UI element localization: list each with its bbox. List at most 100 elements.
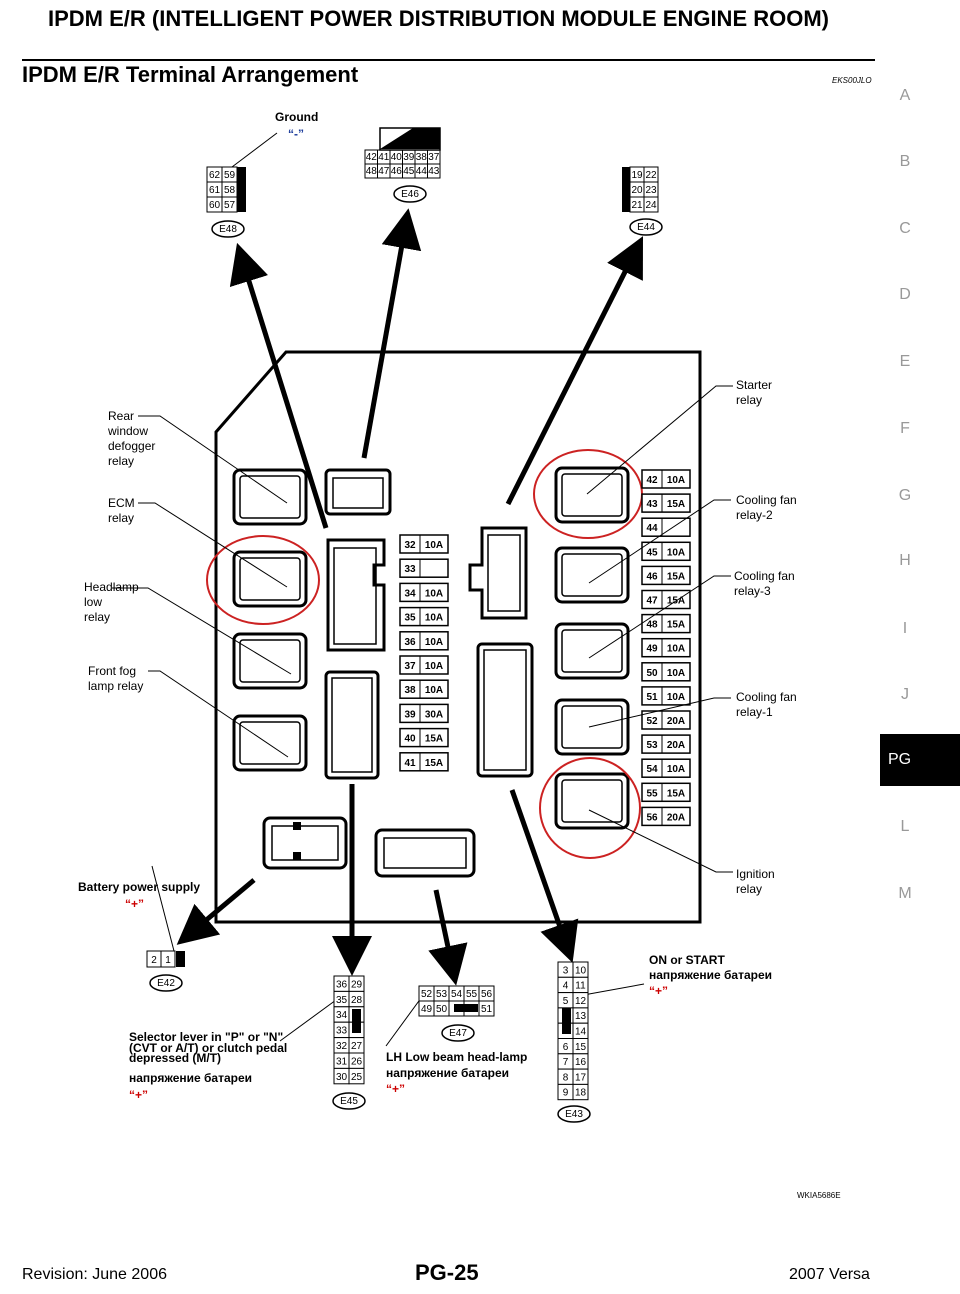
selector-label-1: Selector lever in "P" or "N": [129, 1030, 283, 1044]
right-fuse-rating: 20A: [667, 812, 685, 823]
right-fuse-number: 47: [646, 596, 658, 607]
cf3-label-2: relay-3: [734, 584, 771, 598]
e43-pin-number: 18: [575, 1088, 587, 1099]
center-fuse-number: 38: [404, 685, 416, 696]
e48-pin-number: 59: [224, 170, 236, 181]
index-letter-h[interactable]: H: [899, 552, 911, 569]
index-letter-b[interactable]: B: [899, 153, 911, 170]
right-fuse-cell: [641, 637, 691, 658]
center-fuse-cell: [399, 703, 449, 724]
section-code: EKS00JLO: [832, 76, 872, 85]
right-fuse-number: 56: [646, 812, 658, 823]
e46-pin-cell: [427, 163, 441, 179]
index-tab-pg[interactable]: PG: [880, 734, 960, 786]
e48-name-oval: E48: [211, 220, 245, 238]
e45-pin-number: 31: [336, 1056, 348, 1067]
index-letter-c[interactable]: C: [899, 220, 911, 237]
index-letter-d[interactable]: D: [899, 286, 911, 303]
right-fuse-rating: 10A: [667, 668, 685, 679]
center-fuse-number: 32: [404, 540, 416, 551]
right-fuse-rating: 10A: [667, 644, 685, 655]
right-fuse-number: 51: [646, 692, 658, 703]
e43-pin-cell: [572, 1083, 589, 1101]
e45-pin-number: 26: [351, 1056, 363, 1067]
e43-pin-number: 4: [563, 981, 569, 992]
right-fuse-number: 54: [646, 764, 658, 775]
e46-pin-number: 42: [366, 152, 378, 163]
arrow-to-e48: [229, 242, 329, 529]
e46-pin-number: 41: [378, 152, 390, 163]
e46-name: E46: [401, 189, 419, 200]
center-fuse-rating: 10A: [425, 540, 443, 551]
e48-key-strip: [237, 167, 246, 212]
e45-name: E45: [340, 1096, 358, 1107]
e46-name-oval: E46: [393, 185, 427, 203]
e43-pin-number: 7: [563, 1057, 569, 1068]
center-fuse-number: 40: [404, 734, 416, 745]
starter-label-2: relay: [736, 393, 762, 407]
e42-name-oval: E42: [149, 974, 183, 992]
center-fuse-cell: [399, 534, 449, 554]
e43-socket: [476, 642, 534, 778]
ipdm-housing: [214, 350, 702, 924]
headlamp-label-2: low: [84, 595, 102, 609]
e45-name-oval: E45: [332, 1092, 366, 1110]
right-fuse-cell: [641, 686, 691, 706]
index-letter-l[interactable]: L: [900, 818, 910, 835]
right-fuse-cell: [641, 758, 691, 778]
e48-pin-number: 62: [209, 170, 221, 181]
right-fuse-number: 55: [646, 788, 658, 799]
right-fuse-cell: [641, 469, 691, 489]
index-letter-j[interactable]: J: [901, 686, 909, 703]
e46-socket: [326, 538, 386, 652]
e43-pin-number: 16: [575, 1057, 587, 1068]
rear-window-label-1: Rear: [108, 409, 134, 423]
center-fuse-number: 34: [404, 588, 416, 599]
arrow-to-e42: [176, 878, 256, 945]
index-letter-m[interactable]: M: [898, 885, 912, 902]
right-fuse-rating: 15A: [667, 788, 685, 799]
e48-name: E48: [219, 224, 237, 235]
ecm-relay: [232, 550, 308, 608]
e45-socket: [324, 670, 380, 780]
e47-pin-number: 52: [421, 989, 433, 1000]
center-fuse-number: 36: [404, 637, 416, 648]
e43-pin-number: 14: [575, 1027, 587, 1038]
e46-pin-number: 47: [378, 166, 390, 177]
center-fuse-rating: 30A: [425, 709, 443, 720]
e43-pin-number: 15: [575, 1042, 587, 1053]
headlamp-low-relay: [232, 632, 308, 690]
right-fuse-number: 53: [646, 740, 658, 751]
right-fuse-rating: 15A: [667, 620, 685, 631]
index-letter-e[interactable]: E: [899, 353, 911, 370]
e45-pin-number: 35: [336, 995, 348, 1006]
center-fuse-cell: [399, 679, 449, 699]
e44-pin-number: 21: [631, 200, 643, 211]
e42-name: E42: [157, 978, 175, 989]
ignition-relay-highlight: [539, 757, 641, 859]
e46-pin-number: 43: [428, 166, 440, 177]
e45-pin-number: 29: [351, 979, 363, 990]
e43-pin-number: 8: [563, 1072, 569, 1083]
index-letter-f[interactable]: F: [900, 420, 910, 437]
center-fuse-number: 41: [404, 758, 416, 769]
right-fuse-number: 50: [646, 668, 658, 679]
ecm-label-1: ECM: [108, 496, 135, 510]
e46-pin-number: 45: [403, 166, 415, 177]
center-fuse-rating: 15A: [425, 734, 443, 745]
right-fuse-cell: [641, 734, 691, 754]
right-fuse-number: 42: [646, 475, 658, 486]
right-fuse-cell: [641, 493, 691, 513]
ground-label: Ground: [275, 110, 318, 124]
right-fuse-cell: [641, 589, 691, 610]
rear-window-label-3: defogger: [108, 439, 155, 453]
index-letter-i[interactable]: I: [902, 620, 908, 637]
footer-model: 2007 Versa: [789, 1266, 870, 1283]
right-fuse-cell: [641, 806, 691, 827]
index-letter-a[interactable]: A: [899, 87, 911, 104]
front-fog-label-1: Front fog: [88, 664, 136, 678]
e45-pin-number: 34: [336, 1010, 348, 1021]
cf2-label-1: Cooling fan: [736, 493, 797, 507]
index-letter-g[interactable]: G: [898, 487, 912, 504]
